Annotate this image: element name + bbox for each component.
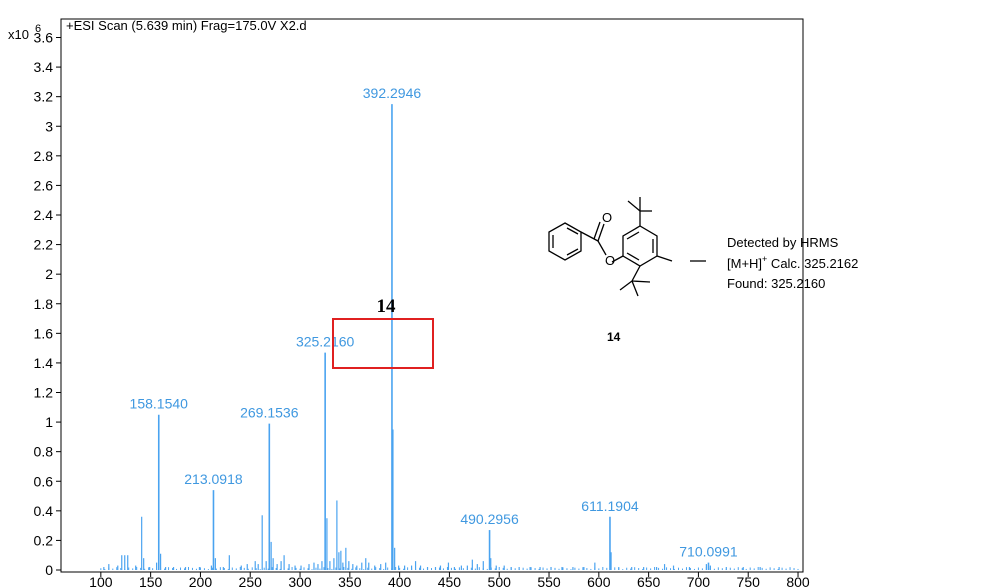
y-tick-label: 3.6 bbox=[34, 30, 54, 46]
y-tick-label: 3.4 bbox=[34, 59, 54, 75]
y-tick-label: 1.6 bbox=[34, 325, 54, 341]
y-axis-ticks: 0 0.2 0.4 0.6 0.8 1 1.2 1.4 1.6 1.8 2 2.2 2.4 2.6 2.8 3… bbox=[34, 30, 61, 578]
y-tick-label: 2.4 bbox=[34, 207, 54, 223]
peak-label: 158.1540 bbox=[130, 396, 189, 412]
x-axis-ticks: 100 150 200 250 300 350 400 450 500 550 600 650 700 7… bbox=[89, 572, 810, 587]
peak-label: 269.1536 bbox=[240, 405, 299, 421]
x-tick-label: 200 bbox=[189, 574, 213, 587]
x-tick-label: 300 bbox=[288, 574, 312, 587]
annotation-line-2-sup: + bbox=[762, 254, 767, 264]
x-tick-label: 150 bbox=[139, 574, 163, 587]
x-tick-label: 650 bbox=[637, 574, 661, 587]
spectrum-peaks bbox=[100, 104, 799, 570]
annotation-line-1: Detected by HRMS bbox=[727, 235, 839, 250]
x-tick-label: 250 bbox=[239, 574, 263, 587]
x-tick-label: 700 bbox=[687, 574, 711, 587]
y-tick-label: 3.2 bbox=[34, 89, 54, 105]
structure-compound-number: 14 bbox=[607, 330, 621, 344]
y-tick-label: 1 bbox=[45, 414, 53, 430]
peak-label: 490.2956 bbox=[460, 511, 519, 527]
annotation-line-2: [M+H]+ Calc. 325.2162 bbox=[727, 254, 858, 271]
annotation-line-2-suffix: Calc. 325.2162 bbox=[767, 256, 858, 271]
y-tick-label: 3 bbox=[45, 118, 53, 134]
peak-label: 325.2160 bbox=[296, 334, 355, 350]
x-tick-label: 450 bbox=[438, 574, 462, 587]
annotation-line-2-prefix: [M+H] bbox=[727, 256, 762, 271]
x-tick-label: 750 bbox=[737, 574, 761, 587]
y-tick-label: 0.8 bbox=[34, 444, 54, 460]
y-tick-label: 2.8 bbox=[34, 148, 54, 164]
y-tick-label: 2 bbox=[45, 266, 53, 282]
y-multiplier-exponent: 6 bbox=[35, 23, 41, 35]
structure-oxygen-ester: O bbox=[605, 253, 615, 268]
highlight-box bbox=[332, 318, 434, 369]
y-tick-label: 0 bbox=[45, 562, 53, 578]
highlight-compound-label: 14 bbox=[377, 296, 397, 317]
y-tick-label: 1.8 bbox=[34, 296, 54, 312]
x-tick-label: 800 bbox=[786, 574, 810, 587]
peak-label: 611.1904 bbox=[581, 498, 639, 514]
structure-drawing bbox=[548, 197, 706, 297]
annotation-line-3: Found: 325.2160 bbox=[727, 276, 825, 291]
y-tick-label: 2.2 bbox=[34, 237, 54, 253]
structure-oxygen-carbonyl: O bbox=[602, 210, 612, 225]
peak-label: 392.2946 bbox=[363, 85, 422, 101]
y-tick-label: 2.6 bbox=[34, 177, 54, 193]
peak-label: 710.0991 bbox=[679, 544, 738, 560]
plot-frame bbox=[60, 18, 804, 573]
y-tick-label: 0.4 bbox=[34, 503, 54, 519]
scan-title: +ESI Scan (5.639 min) Frag=175.0V X2.d bbox=[66, 18, 307, 33]
x-tick-label: 600 bbox=[587, 574, 611, 587]
x-tick-label: 350 bbox=[338, 574, 362, 587]
y-multiplier-base: x10 bbox=[8, 27, 29, 42]
x-tick-label: 100 bbox=[89, 574, 113, 587]
y-tick-label: 1.4 bbox=[34, 355, 54, 371]
x-tick-label: 400 bbox=[388, 574, 412, 587]
y-tick-label: 1.2 bbox=[34, 385, 54, 401]
y-tick-label: 0.6 bbox=[34, 473, 54, 489]
x-tick-label: 500 bbox=[488, 574, 512, 587]
peak-label: 213.0918 bbox=[184, 471, 243, 487]
x-tick-label: 550 bbox=[537, 574, 561, 587]
peak-labels: 158.1540 213.0918 269.1536 325.2160 392.2946… bbox=[130, 85, 738, 560]
y-tick-label: 0.2 bbox=[34, 532, 54, 548]
